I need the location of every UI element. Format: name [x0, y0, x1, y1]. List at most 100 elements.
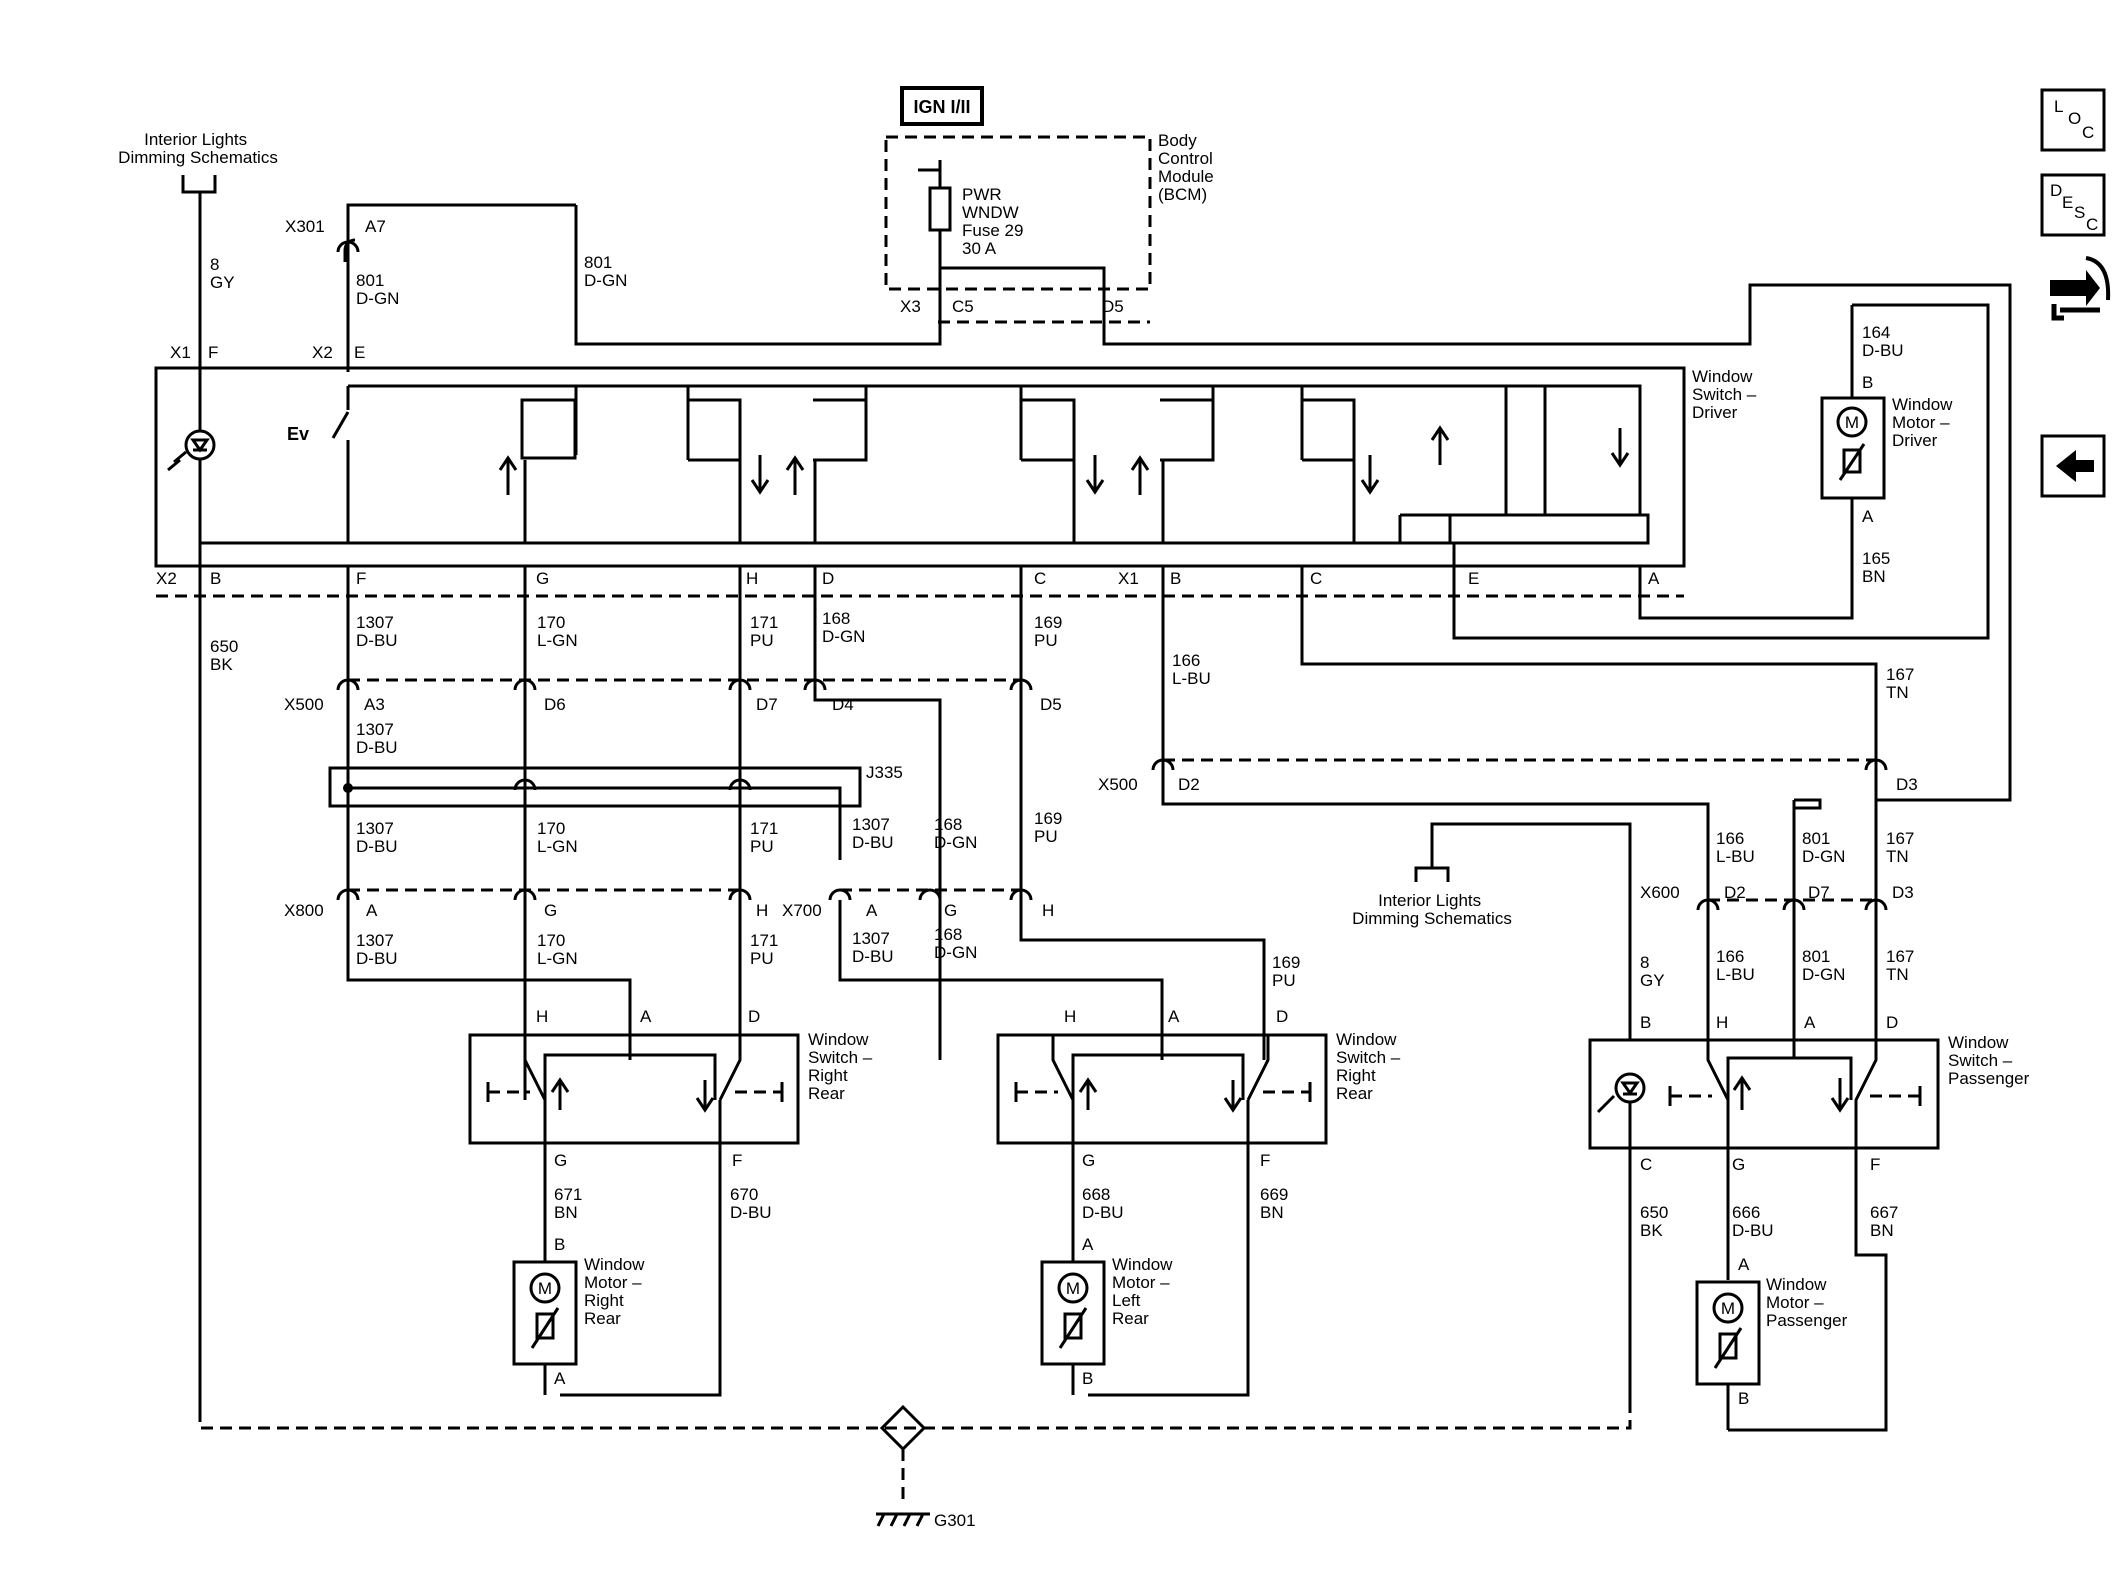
- svg-text:A: A: [640, 1007, 652, 1026]
- x500-connector-icons: [336, 678, 1033, 691]
- fuse-29-icon: [928, 186, 952, 232]
- motor-pass-pin-bottom: B: [1738, 1389, 1749, 1408]
- svg-text:166: 166: [1716, 947, 1744, 966]
- x600-conn-label: X600: [1640, 883, 1680, 902]
- svg-text:E: E: [1468, 569, 1479, 588]
- bcm-conn-x3: X3: [900, 297, 921, 316]
- motor-left-rear-label: Window Motor – Left Rear: [1112, 1255, 1177, 1328]
- j335-label: J335: [866, 763, 903, 782]
- svg-text:D-GN: D-GN: [934, 833, 977, 852]
- svg-text:169: 169: [1034, 613, 1062, 632]
- svg-text:PU: PU: [750, 631, 774, 650]
- svg-text:B: B: [1170, 569, 1181, 588]
- svg-text:667: 667: [1870, 1203, 1898, 1222]
- switch-passenger-label: Window Switch – Passenger: [1948, 1033, 2030, 1088]
- svg-text:8: 8: [1640, 953, 1649, 972]
- svg-text:167: 167: [1886, 829, 1914, 848]
- switch-passenger-box: [1588, 1038, 1940, 1150]
- wire-8-gy-label: 8 GY: [210, 255, 235, 292]
- x500b-conn-label: X500: [1098, 775, 1138, 794]
- x500b-connector-icons: [1151, 758, 1888, 771]
- svg-text:A: A: [1804, 1013, 1816, 1032]
- svg-text:C: C: [1034, 569, 1046, 588]
- svg-text:M: M: [1066, 1279, 1080, 1298]
- x500b-pin-d2: D2: [1178, 775, 1200, 794]
- svg-text:H: H: [746, 569, 758, 588]
- svg-text:D3: D3: [1892, 883, 1914, 902]
- fuse-label: PWR WNDW Fuse 29 30 A: [962, 185, 1028, 258]
- svg-text:PU: PU: [1034, 631, 1058, 650]
- svg-text:A: A: [1648, 569, 1660, 588]
- back-button[interactable]: [2040, 434, 2106, 498]
- svg-text:801: 801: [1802, 829, 1830, 848]
- back-arrow-icon: [2056, 450, 2094, 482]
- svg-text:D5: D5: [1040, 695, 1062, 714]
- svg-text:G: G: [1732, 1155, 1745, 1174]
- svg-text:D: D: [748, 1007, 760, 1026]
- svg-text:D-BU: D-BU: [1732, 1221, 1774, 1240]
- svg-text:O: O: [2068, 109, 2081, 128]
- driver-illumination-icon: [184, 429, 216, 461]
- svg-text:L-BU: L-BU: [1172, 669, 1211, 688]
- svg-text:E: E: [2062, 193, 2073, 212]
- svg-text:BN: BN: [1260, 1203, 1284, 1222]
- svg-text:171: 171: [750, 613, 778, 632]
- driver-switch-label: Window Switch – Driver: [1692, 367, 1761, 422]
- motor-lr-pin-top: A: [1082, 1235, 1094, 1254]
- ground-icon: [876, 1512, 930, 1527]
- svg-text:F: F: [1260, 1151, 1270, 1170]
- svg-text:C: C: [1640, 1155, 1652, 1174]
- x500-conn-label: X500: [284, 695, 324, 714]
- svg-text:PU: PU: [1034, 827, 1058, 846]
- svg-text:D-BU: D-BU: [356, 949, 398, 968]
- svg-text:D: D: [1886, 1013, 1898, 1032]
- driver-motor-pin-b: B: [1862, 373, 1873, 392]
- f-top-label: F: [208, 343, 218, 362]
- x301-conn-label: X301: [285, 217, 325, 236]
- svg-text:G: G: [1082, 1151, 1095, 1170]
- switch-right-rear-pins: H A D G F: [536, 1007, 760, 1170]
- x1-top-label: X1: [170, 343, 191, 362]
- ground-dashed-bus: [198, 1410, 1632, 1430]
- x500-pins: A3 D6 D7 D4 D5: [364, 695, 1062, 714]
- svg-text:169: 169: [1034, 809, 1062, 828]
- svg-text:H: H: [1716, 1013, 1728, 1032]
- loc-button[interactable]: L O C: [2040, 88, 2106, 152]
- svg-text:166: 166: [1172, 651, 1200, 670]
- svg-text:C: C: [1310, 569, 1322, 588]
- svg-text:171: 171: [750, 931, 778, 950]
- svg-text:801: 801: [1802, 947, 1830, 966]
- svg-text:168: 168: [934, 925, 962, 944]
- svg-text:169: 169: [1272, 953, 1300, 972]
- svg-text:1307: 1307: [852, 929, 890, 948]
- svg-text:D-GN: D-GN: [1802, 847, 1845, 866]
- svg-text:L-BU: L-BU: [1716, 847, 1755, 866]
- svg-text:D2: D2: [1724, 883, 1746, 902]
- svg-text:G: G: [536, 569, 549, 588]
- svg-text:167: 167: [1886, 947, 1914, 966]
- svg-text:L: L: [2054, 97, 2063, 116]
- svg-text:H: H: [536, 1007, 548, 1026]
- svg-text:BN: BN: [554, 1203, 578, 1222]
- svg-text:L-BU: L-BU: [1716, 965, 1755, 984]
- svg-text:D-GN: D-GN: [934, 943, 977, 962]
- desc-button[interactable]: D E S C: [2040, 173, 2106, 237]
- svg-text:D-BU: D-BU: [1082, 1203, 1124, 1222]
- svg-text:A: A: [1168, 1007, 1180, 1026]
- motor-pass-pin-top: A: [1738, 1255, 1750, 1274]
- svg-text:H: H: [756, 901, 768, 920]
- svg-text:D4: D4: [832, 695, 854, 714]
- svg-text:G: G: [554, 1151, 567, 1170]
- ref-top-symbol: [181, 175, 217, 1410]
- tools-icon[interactable]: [2050, 256, 2111, 321]
- svg-text:168: 168: [934, 815, 962, 834]
- ev-switch-label: Ev: [287, 424, 309, 444]
- driver-motor-pin-a: A: [1862, 507, 1874, 526]
- svg-text:167: 167: [1886, 665, 1914, 684]
- motor-rr-pin-bottom: A: [554, 1369, 566, 1388]
- motor-right-rear-label: Window Motor – Right Rear: [584, 1255, 649, 1328]
